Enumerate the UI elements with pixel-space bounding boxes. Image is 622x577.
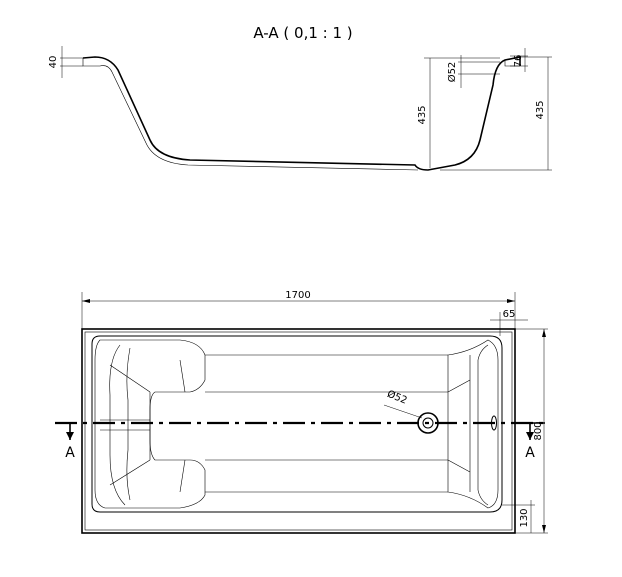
section-title: A-A ( 0,1 : 1 ) <box>253 24 352 42</box>
plan-drain-inner <box>422 417 434 429</box>
svg-text:A: A <box>65 445 75 461</box>
svg-text:A: A <box>525 445 535 461</box>
section-marker-right: A <box>525 423 535 461</box>
plan-left-head-contour <box>94 339 206 509</box>
plan-inner-rim <box>84 331 513 531</box>
dim-plan-drain-label: Ø52 <box>385 388 409 407</box>
dim-overall-depth-label: 435 <box>535 100 546 119</box>
section-view: A-A ( 0,1 : 1 ) 40 435 Ø52 76 435 <box>48 24 552 171</box>
dim-width-label: 800 <box>533 421 544 440</box>
section-tub-outline <box>82 56 521 171</box>
dim-end-offset-label: 65 <box>503 309 516 320</box>
dim-inner-depth-label: 435 <box>417 105 428 124</box>
plan-left-head-inner <box>109 344 126 506</box>
section-tub-inner <box>82 58 419 171</box>
plan-outer-rim <box>81 328 516 534</box>
dim-small-offset-label: 76 <box>513 55 524 68</box>
plan-view: Ø52 A A 1700 65 <box>55 290 548 534</box>
dim-length-label: 1700 <box>285 290 310 301</box>
plan-right-foot-contour <box>447 339 499 509</box>
plan-basin-outline <box>91 335 503 513</box>
dim-rim-label: 40 <box>48 56 59 69</box>
section-marker-left: A <box>65 423 75 461</box>
dim-section-drain-label: Ø52 <box>446 62 458 83</box>
dim-rim-offset-label: 130 <box>519 508 530 527</box>
